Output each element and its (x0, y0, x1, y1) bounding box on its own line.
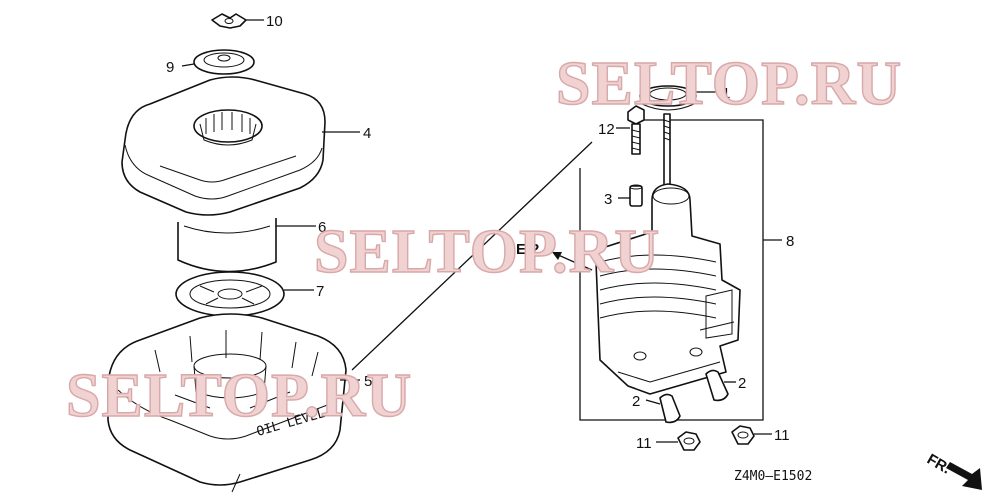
diagram-code: Z4M0—E1502 (734, 469, 812, 484)
seal-washer-part (193, 49, 255, 75)
callout-2a: 2 (738, 375, 746, 392)
callout-5: 5 (364, 373, 372, 390)
air-cleaner-cover-part (121, 76, 326, 216)
front-direction-arrow-icon (946, 462, 982, 490)
callout-1: 1 (722, 85, 730, 102)
elbow-base-part (595, 183, 741, 395)
callout-10: 10 (266, 13, 283, 30)
leader-2b (645, 399, 661, 405)
gasket-ring-part (175, 271, 285, 317)
stud-rod-part (663, 113, 671, 195)
watermark-middle: SELTOP.RU (314, 218, 660, 286)
assembly-bracket (579, 119, 764, 421)
bolt-part (627, 105, 645, 155)
callout-9: 9 (166, 59, 174, 76)
air-cleaner-case-part: OIL LEVEL (107, 313, 347, 493)
watermark-top: SELTOP.RU (556, 50, 902, 118)
callout-7: 7 (316, 283, 324, 300)
grommet-part (639, 85, 697, 111)
dowel-pin-part-a (705, 369, 729, 402)
callout-4: 4 (363, 125, 371, 142)
callout-11b: 11 (774, 427, 790, 444)
flange-nut-part-b (731, 425, 755, 445)
callout-3: 3 (604, 191, 612, 208)
wing-nut-part (211, 13, 247, 29)
reference-e2: E-2 (516, 241, 539, 258)
callout-6: 6 (318, 219, 326, 236)
watermark-bottom: SELTOP.RU (66, 362, 412, 430)
callout-2b: 2 (632, 393, 640, 410)
callout-8: 8 (786, 233, 794, 250)
front-direction-label: FR. (924, 451, 953, 478)
e2-reference-arrow (552, 252, 593, 271)
air-filter-element-part (177, 218, 277, 273)
reference-leader-line (351, 141, 593, 371)
callout-11a: 11 (636, 435, 652, 452)
dowel-pin-part-b (659, 393, 681, 424)
flange-nut-part-a (677, 431, 701, 451)
callout-12: 12 (598, 121, 615, 138)
leader-9 (181, 63, 195, 67)
collar-part (629, 184, 643, 207)
